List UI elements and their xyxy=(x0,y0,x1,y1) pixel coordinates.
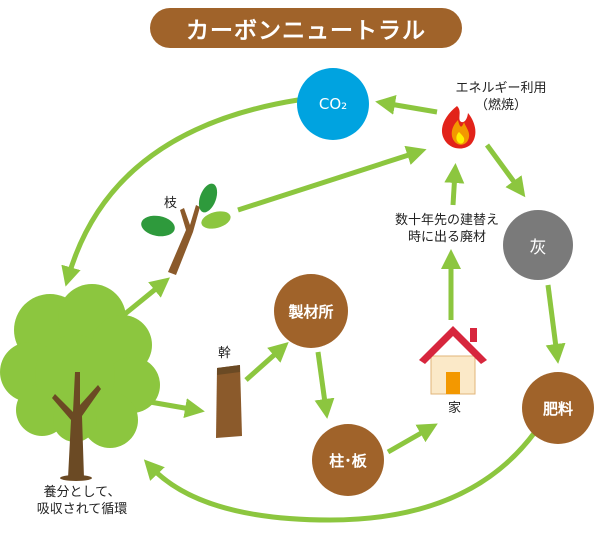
trunk-icon xyxy=(216,365,242,438)
sawmill-node: 製材所 xyxy=(274,274,348,348)
nutrient-label: 養分として、 吸収されて循環 xyxy=(12,484,152,518)
nutrient-line2: 吸収されて循環 xyxy=(36,502,128,517)
energy-use-line2: （燃焼） xyxy=(474,98,527,113)
co2-node: CO₂ xyxy=(297,68,369,140)
arrow-post-to-house xyxy=(386,423,438,455)
tree-icon xyxy=(0,284,160,481)
house-icon xyxy=(419,326,487,395)
arrow-co2-to-tree xyxy=(61,97,299,287)
page-title: カーボンニュートラル xyxy=(150,8,462,48)
arrow-ash-to-fertilizer xyxy=(545,284,566,364)
flame-icon xyxy=(441,106,476,149)
arrow-fertilizer-to-tree xyxy=(143,430,538,523)
arrow-fire-to-ash xyxy=(484,143,526,198)
arrow-branch-to-fire xyxy=(237,145,427,213)
arrow-tree-to-trunk xyxy=(149,398,205,418)
demolition-label: 数十年先の建替え 時に出る廃材 xyxy=(372,212,522,246)
arrow-mill-to-post xyxy=(314,351,335,419)
arrow-demolition-to-fire xyxy=(444,163,465,206)
energy-use-line1: エネルギー利用 xyxy=(455,81,547,96)
branch-label: 枝 xyxy=(164,196,178,211)
post-board-node: 柱･板 xyxy=(312,424,384,496)
arrow-tree-to-branch xyxy=(118,277,170,320)
nutrient-line1: 養分として、 xyxy=(43,485,121,500)
house-label: 家 xyxy=(448,401,462,416)
ash-node: 灰 xyxy=(503,210,573,280)
arrow-trunk-to-mill xyxy=(244,342,289,382)
energy-use-label: エネルギー利用 （燃焼） xyxy=(436,80,566,114)
demolition-line2: 時に出る廃材 xyxy=(407,230,486,245)
demolition-line1: 数十年先の建替え xyxy=(394,213,499,228)
branch-icon xyxy=(141,183,231,275)
fertilizer-node: 肥料 xyxy=(522,372,594,444)
trunk-label: 幹 xyxy=(218,346,232,361)
arrow-fire-to-co2 xyxy=(375,94,438,115)
